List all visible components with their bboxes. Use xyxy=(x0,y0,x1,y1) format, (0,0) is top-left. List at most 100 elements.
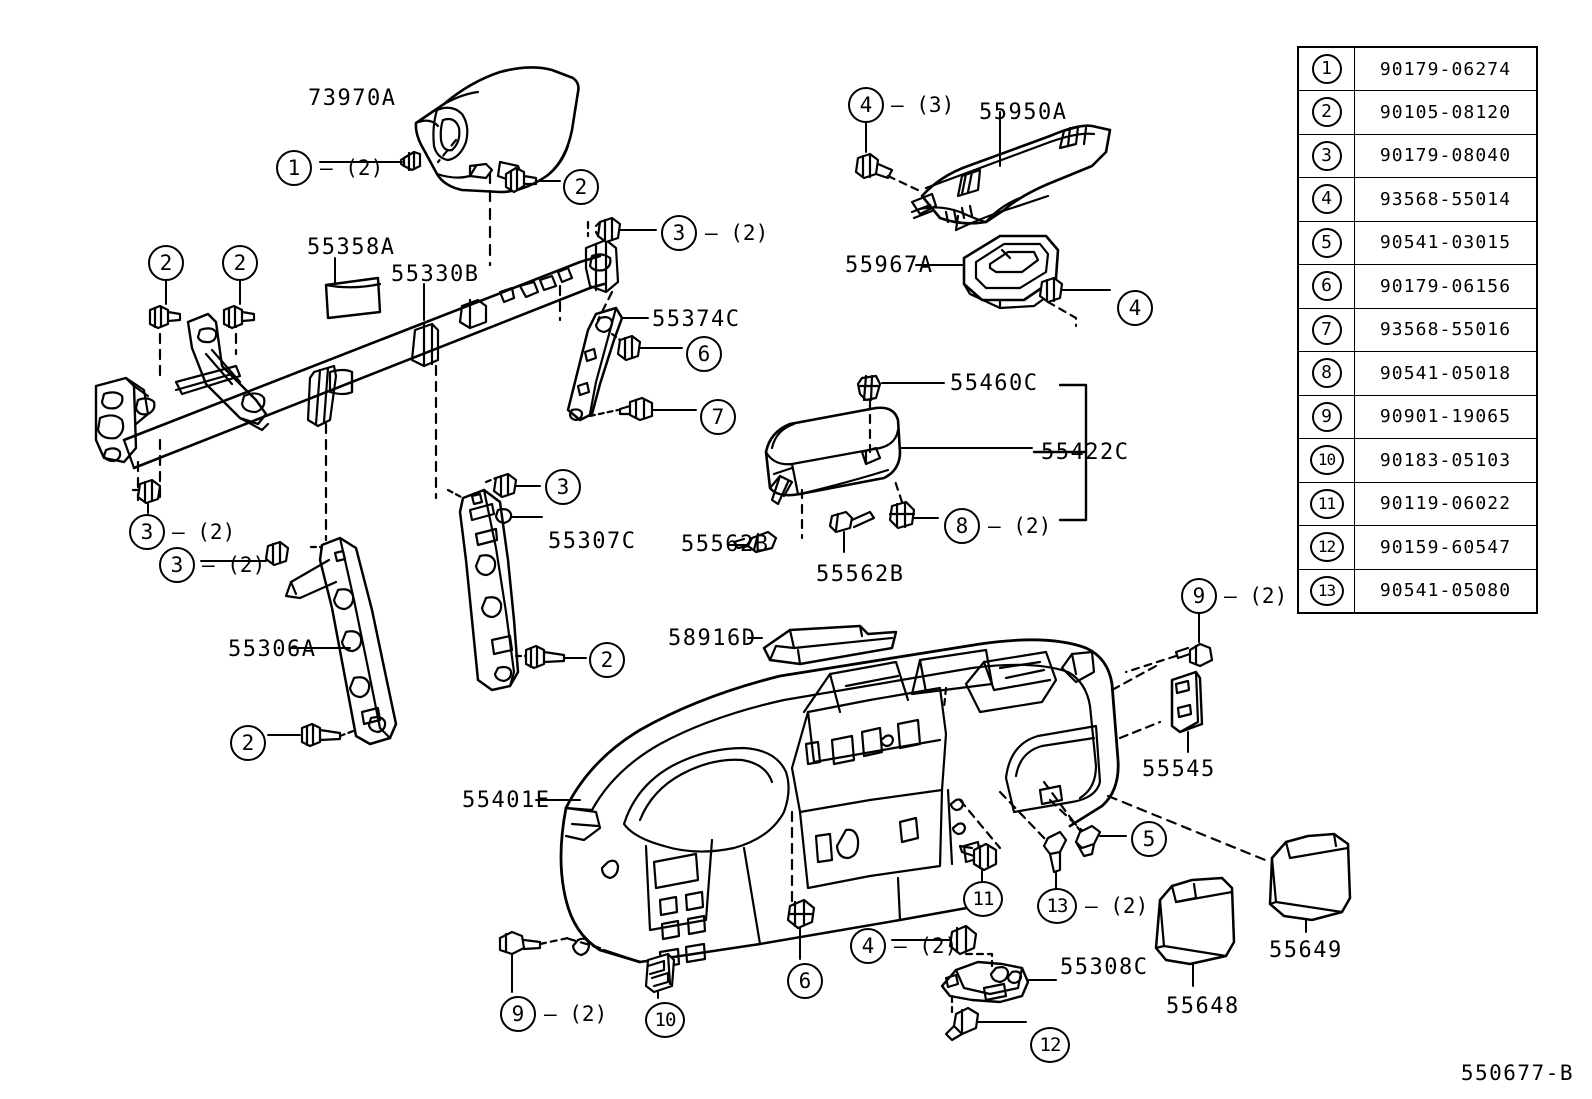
fastener-3d xyxy=(264,540,290,567)
callout-number: 13 xyxy=(1046,894,1069,917)
callout-number: 7 xyxy=(711,404,725,429)
beam-left-mount xyxy=(94,376,156,464)
callout-4b: 4 xyxy=(1117,290,1153,326)
legend-row: 12 90159-60547 xyxy=(1297,525,1538,570)
legend-callout-circle: 8 xyxy=(1311,358,1342,389)
legend-callout-circle: 12 xyxy=(1309,532,1344,563)
fastener-4c xyxy=(948,924,978,956)
legend-row-index: 7 xyxy=(1297,307,1355,352)
callout-5a: 5 xyxy=(1131,821,1167,857)
fastener-12a xyxy=(944,1006,980,1042)
fastener-3c xyxy=(136,478,162,505)
callout-number: 2 xyxy=(241,730,255,755)
callout-7a: 7 xyxy=(700,399,736,435)
callout-3a: 3 xyxy=(661,215,697,251)
legend-row: 13 90541-05080 xyxy=(1297,568,1538,613)
part-label-55545: 55545 xyxy=(1142,757,1216,782)
callout-6a: 6 xyxy=(686,336,722,372)
legend-part-number: 90901-19065 xyxy=(1354,394,1538,439)
callout-number: 2 xyxy=(159,250,173,275)
part-label-55562b-bottom: 55562B xyxy=(816,562,905,587)
legend-part-number: 90179-08040 xyxy=(1354,133,1538,178)
callout-number: 4 xyxy=(1128,295,1142,320)
part-73970a-shape xyxy=(414,66,580,194)
part-55308c-bracket xyxy=(940,960,1030,1004)
callout-9b-qty: – (2) xyxy=(544,1002,608,1026)
fastener-11a xyxy=(958,842,998,872)
callout-number: 9 xyxy=(1192,583,1206,608)
part-label-55460c: 55460C xyxy=(950,371,1039,396)
callout-3c-qty: – (2) xyxy=(172,520,236,544)
fastener-5a xyxy=(1074,824,1102,858)
fastener-13a xyxy=(1042,830,1068,874)
part-label-58916d: 58916D xyxy=(668,626,757,651)
part-55307c-bracket xyxy=(458,488,520,692)
part-label-55374c: 55374C xyxy=(652,307,741,332)
part-55374c-bracket xyxy=(566,306,624,422)
legend-row: 7 93568-55016 xyxy=(1297,307,1538,352)
fastener-2a xyxy=(504,166,538,194)
legend-callout-circle: 1 xyxy=(1311,54,1342,84)
callout-number: 4 xyxy=(859,92,873,117)
fastener-6b xyxy=(786,898,816,930)
callout-2a: 2 xyxy=(563,169,599,205)
fastener-2e xyxy=(300,722,342,748)
legend-row: 2 90105-08120 xyxy=(1297,90,1538,135)
legend-part-number: 90179-06156 xyxy=(1354,264,1538,309)
callout-number: 6 xyxy=(798,968,812,993)
legend-row: 9 90901-19065 xyxy=(1297,394,1538,439)
part-label-55401e: 55401E xyxy=(462,788,551,813)
callout-number: 11 xyxy=(972,887,995,910)
callout-3a-qty: – (2) xyxy=(705,221,769,245)
legend-callout-circle: 9 xyxy=(1311,401,1342,432)
callout-1: 1 xyxy=(276,150,312,186)
legend-row: 4 93568-55014 xyxy=(1297,177,1538,222)
legend-row: 8 90541-05018 xyxy=(1297,351,1538,396)
fastener-1a xyxy=(399,150,422,172)
callout-1-qty: – (2) xyxy=(320,156,384,180)
part-label-55967a: 55967A xyxy=(845,253,934,278)
part-55330b-beam xyxy=(122,238,620,470)
legend-row: 5 90541-03015 xyxy=(1297,220,1538,265)
legend-row-index: 4 xyxy=(1297,177,1355,222)
legend-row-index: 9 xyxy=(1297,394,1355,439)
callout-number: 9 xyxy=(511,1001,525,1026)
callout-6b: 6 xyxy=(787,963,823,999)
callout-9a: 9 xyxy=(1181,578,1217,614)
legend-part-number: 90541-05018 xyxy=(1354,351,1538,396)
callout-4a-qty: – (3) xyxy=(891,93,955,117)
part-55460c-knob xyxy=(856,374,882,402)
legend-row-index: 8 xyxy=(1297,351,1355,396)
legend-row-index: 12 xyxy=(1297,525,1355,570)
callout-number: 5 xyxy=(1142,826,1156,851)
legend-callout-circle: 4 xyxy=(1311,184,1342,215)
drawing-number: 550677-B xyxy=(1460,1061,1574,1085)
fastener-7a xyxy=(618,396,654,422)
legend-row-index: 2 xyxy=(1297,90,1355,135)
legend-part-number: 90541-05080 xyxy=(1354,568,1538,613)
legend-row: 11 90119-06022 xyxy=(1297,481,1538,526)
callout-4c-qty: – (2) xyxy=(894,934,958,958)
callout-number: 2 xyxy=(600,647,614,672)
part-55358a-pad xyxy=(324,276,382,320)
legend-row: 3 90179-08040 xyxy=(1297,133,1538,178)
fastener-9b xyxy=(498,930,542,956)
callout-8a: 8 xyxy=(944,508,980,544)
fastener-4b xyxy=(1038,276,1064,304)
legend-part-number: 90159-60547 xyxy=(1354,525,1538,570)
callout-number: 2 xyxy=(574,174,588,199)
fastener-2c xyxy=(222,304,256,330)
callout-number: 3 xyxy=(672,220,686,245)
legend-part-number: 90119-06022 xyxy=(1354,481,1538,526)
legend-callout-circle: 2 xyxy=(1311,97,1342,128)
part-label-55648: 55648 xyxy=(1166,994,1240,1019)
callout-13a-qty: – (2) xyxy=(1085,894,1149,918)
callout-3d-qty: – (2) xyxy=(202,553,266,577)
legend-row: 6 90179-06156 xyxy=(1297,264,1538,309)
legend-callout-circle: 10 xyxy=(1309,445,1344,476)
fastener-55562b-bottom xyxy=(828,510,876,534)
callout-3b: 3 xyxy=(545,469,581,505)
legend-callout-circle: 7 xyxy=(1311,314,1342,345)
